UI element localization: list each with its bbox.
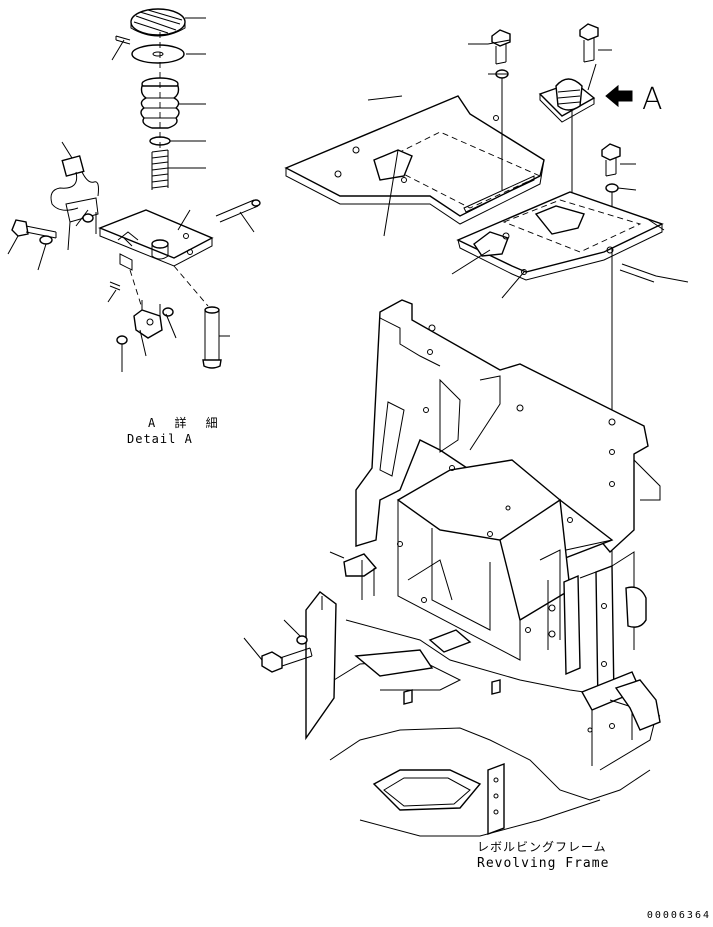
washer-small-2 — [162, 307, 174, 317]
detail-a-label-en: Detail A — [127, 432, 193, 446]
revolving-frame-label-jp: レボルビングフレーム — [477, 840, 607, 854]
detail-a-label-jp: A 詳 細 — [148, 416, 224, 430]
revolving-frame-label-en: Revolving Frame — [477, 856, 610, 871]
shaft-pin — [202, 306, 222, 369]
inspection-cover-plate — [451, 191, 665, 299]
rod — [619, 263, 689, 283]
bolt-small-left — [11, 219, 57, 245]
arrow-left-icon — [605, 84, 633, 108]
control-knob-a — [538, 63, 597, 232]
floor-cover-plate — [284, 95, 545, 237]
washer-plate — [131, 44, 185, 64]
switch-base-plate — [98, 209, 214, 271]
frame-holes — [397, 324, 616, 815]
detail-a-assembly — [7, 8, 261, 372]
spring-pin — [109, 281, 121, 291]
drawing-number: 00006364 — [646, 910, 711, 921]
bolt-top-1 — [487, 29, 511, 190]
limit-switch — [50, 155, 99, 251]
spring — [151, 149, 169, 190]
cam-bracket — [133, 300, 163, 339]
long-pin — [215, 199, 261, 223]
revolving-frame-structure — [305, 299, 661, 837]
bolt-top-2 — [579, 23, 612, 63]
knob-cap — [130, 8, 186, 37]
small-pin — [115, 35, 131, 45]
bolt-lower-left — [243, 596, 323, 673]
washer-small-1 — [116, 335, 128, 345]
callout-a-label: A — [642, 82, 663, 117]
